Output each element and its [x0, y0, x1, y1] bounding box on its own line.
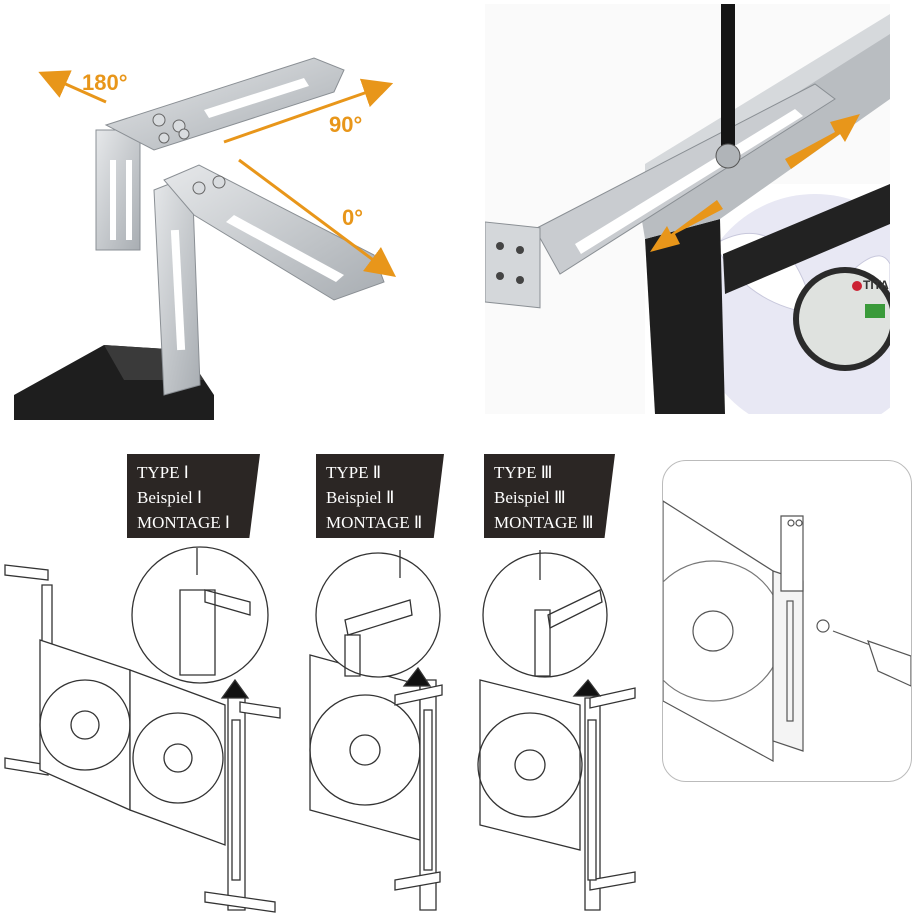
bracket-post-rear	[95, 129, 141, 251]
arrow-slide-down	[650, 200, 723, 252]
angle-90-label: 90°	[329, 112, 362, 137]
type-2-label: TYPE Ⅱ Beispiel Ⅱ MONTAGE Ⅱ	[316, 454, 444, 538]
bracket-angle-illustration: 180° 90° 0°	[14, 57, 397, 420]
bracket-arm-0	[163, 164, 385, 301]
type-2-diagram	[309, 550, 443, 911]
screwdriver	[721, 4, 735, 154]
bracket-end-plate	[485, 221, 541, 309]
arrow-0	[238, 158, 397, 277]
arrow-180	[38, 70, 107, 104]
type-1-label: TYPE Ⅰ Beispiel Ⅰ MONTAGE Ⅰ	[127, 454, 260, 538]
type-1-german: Beispiel Ⅰ	[137, 488, 202, 507]
screwdriver-icon	[867, 640, 911, 687]
type-3-title: TYPE Ⅲ	[494, 463, 553, 482]
fan-brand-text: TITA	[863, 278, 889, 292]
type-2-french: MONTAGE Ⅱ	[326, 513, 423, 532]
mounting-diagrams	[4, 546, 636, 913]
type-3-label: TYPE Ⅲ Beispiel Ⅲ MONTAGE Ⅲ	[484, 454, 615, 538]
screw-install-illustration	[663, 500, 911, 763]
type-2-zoom	[315, 552, 441, 678]
type-3-diagram	[477, 550, 636, 911]
screw	[715, 143, 741, 169]
bracket-adjust-photo: TITA	[485, 4, 890, 414]
type-1-diagram	[4, 546, 281, 913]
angle-0-label: 0°	[342, 205, 363, 230]
arrow-slide-up	[785, 114, 860, 169]
angle-180-label: 180°	[82, 70, 128, 95]
screw-install-detail	[662, 460, 912, 782]
type-2-german: Beispiel Ⅱ	[326, 488, 395, 507]
type-3-french: MONTAGE Ⅲ	[494, 513, 594, 532]
fan-frame	[645, 219, 725, 414]
type-2-title: TYPE Ⅱ	[326, 463, 382, 482]
type-3-zoom	[482, 552, 608, 678]
arrow-90	[223, 78, 394, 144]
bracket-angle-photo: 180° 90° 0°	[14, 0, 414, 420]
type-1-zoom	[131, 546, 269, 684]
type-1-french: MONTAGE Ⅰ	[137, 513, 230, 532]
bracket-adjust-illustration: TITA	[485, 4, 890, 414]
type-1-title: TYPE Ⅰ	[137, 463, 189, 482]
type-3-german: Beispiel Ⅲ	[494, 488, 566, 507]
screw-icon	[816, 619, 830, 633]
